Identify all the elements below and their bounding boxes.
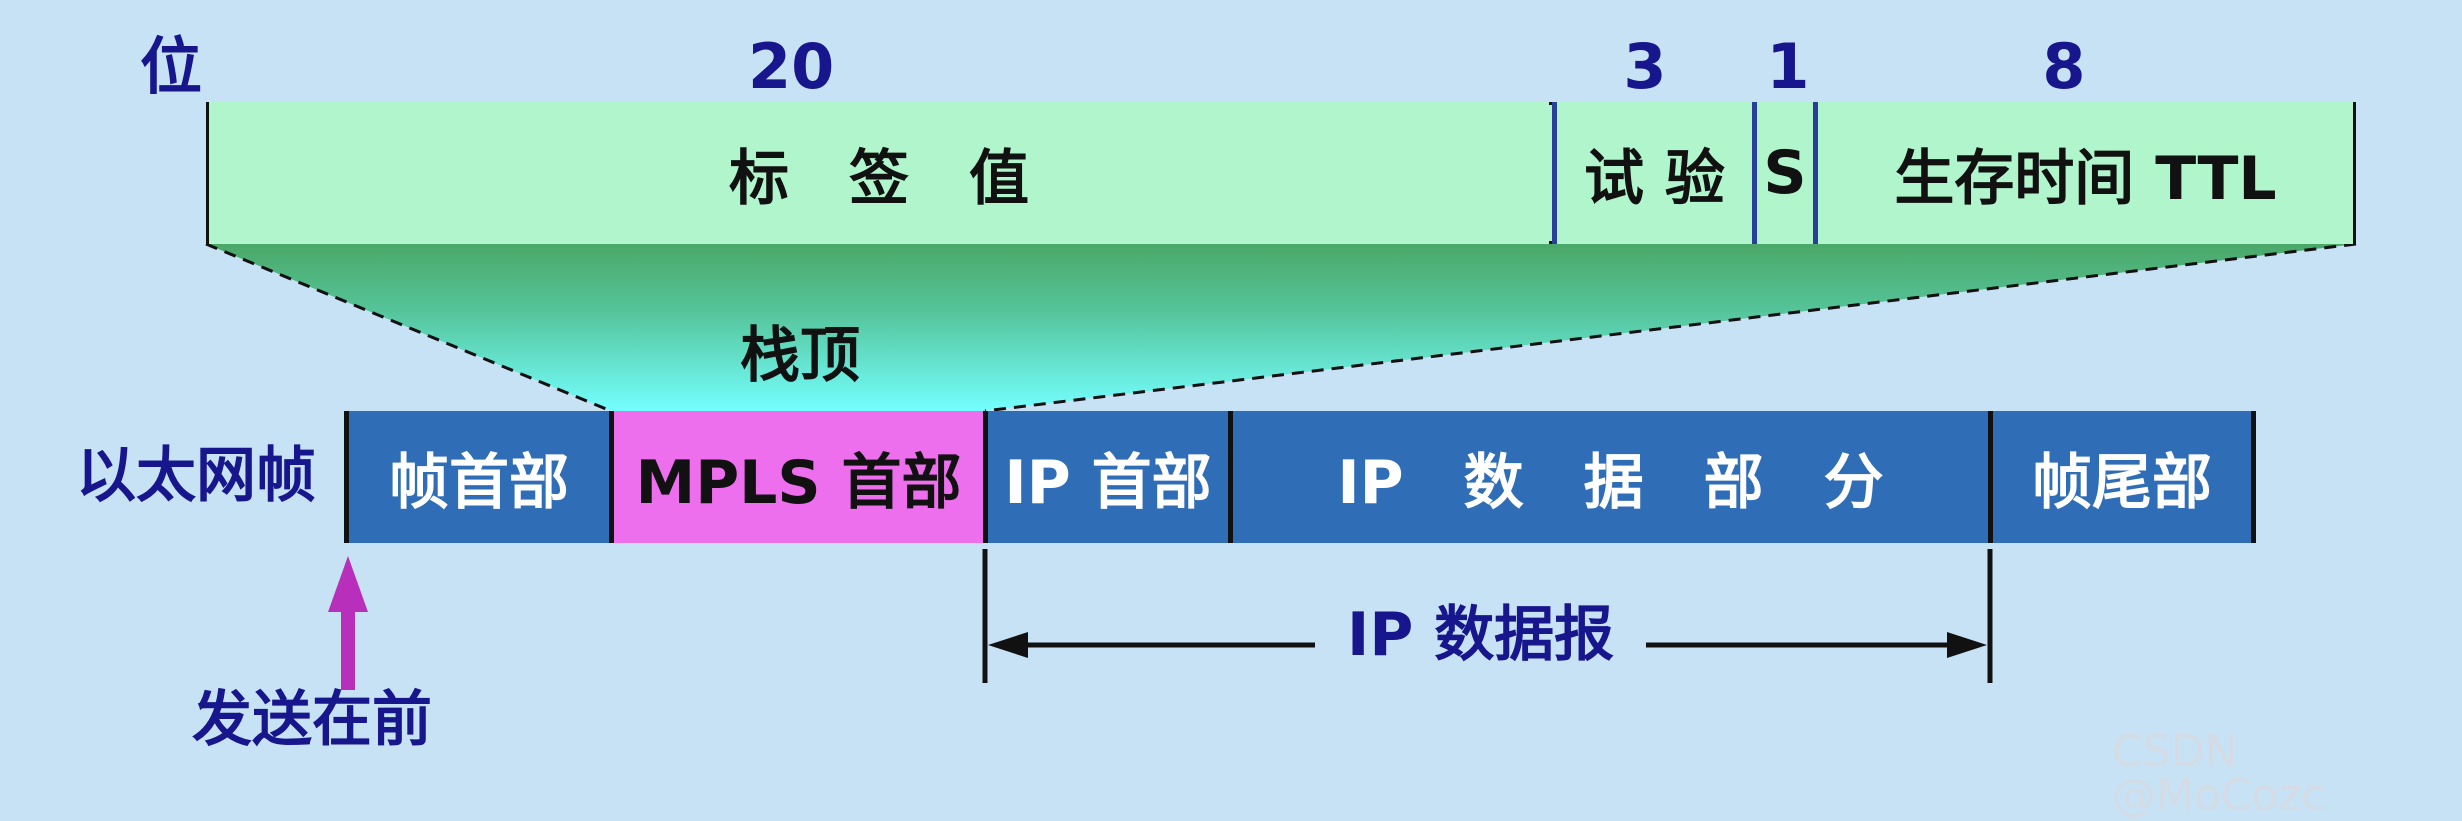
dashed-line-left: [205, 242, 612, 413]
dashed-line-right: [984, 242, 2357, 413]
bit-label: 位: [140, 30, 203, 103]
frame-trailer-cell: 帧尾部: [1993, 411, 2251, 543]
mpls-expansion-graphic: [205, 242, 2357, 690]
field-experimental: 试 验: [1552, 102, 1752, 244]
datagram-arrowhead-right: [1947, 632, 1987, 658]
datagram-arrowhead-left: [988, 632, 1028, 658]
field-s: S: [1752, 102, 1818, 244]
frame-label: 以太网帧: [76, 441, 316, 511]
field-ttl: 生存时间 TTL: [1818, 102, 2353, 244]
send-first-label: 发送在前: [192, 685, 432, 755]
field-label-value: 标 签 值: [209, 102, 1549, 244]
mpls-header-cell: MPLS 首部: [614, 411, 983, 543]
ip-header-cell: IP 首部: [988, 411, 1228, 543]
expansion-funnel: [206, 244, 2356, 411]
send-first-arrowhead: [328, 556, 368, 612]
watermark: CSDN @MoCozc: [2112, 726, 2326, 821]
frame-header-cell: 帧首部: [349, 411, 609, 543]
ip-datagram-label: IP 数据报: [1347, 600, 1615, 670]
bit-width-experimental: 3: [1623, 30, 1667, 103]
send-first-arrow-shaft: [341, 608, 355, 690]
bit-width-label: 20: [748, 30, 835, 103]
bit-width-ttl: 8: [2042, 30, 2086, 103]
stack-top-label: 栈顶: [740, 321, 860, 391]
ip-data-cell: IP 数 据 部 分: [1233, 411, 1988, 543]
bit-width-s: 1: [1766, 30, 1810, 103]
